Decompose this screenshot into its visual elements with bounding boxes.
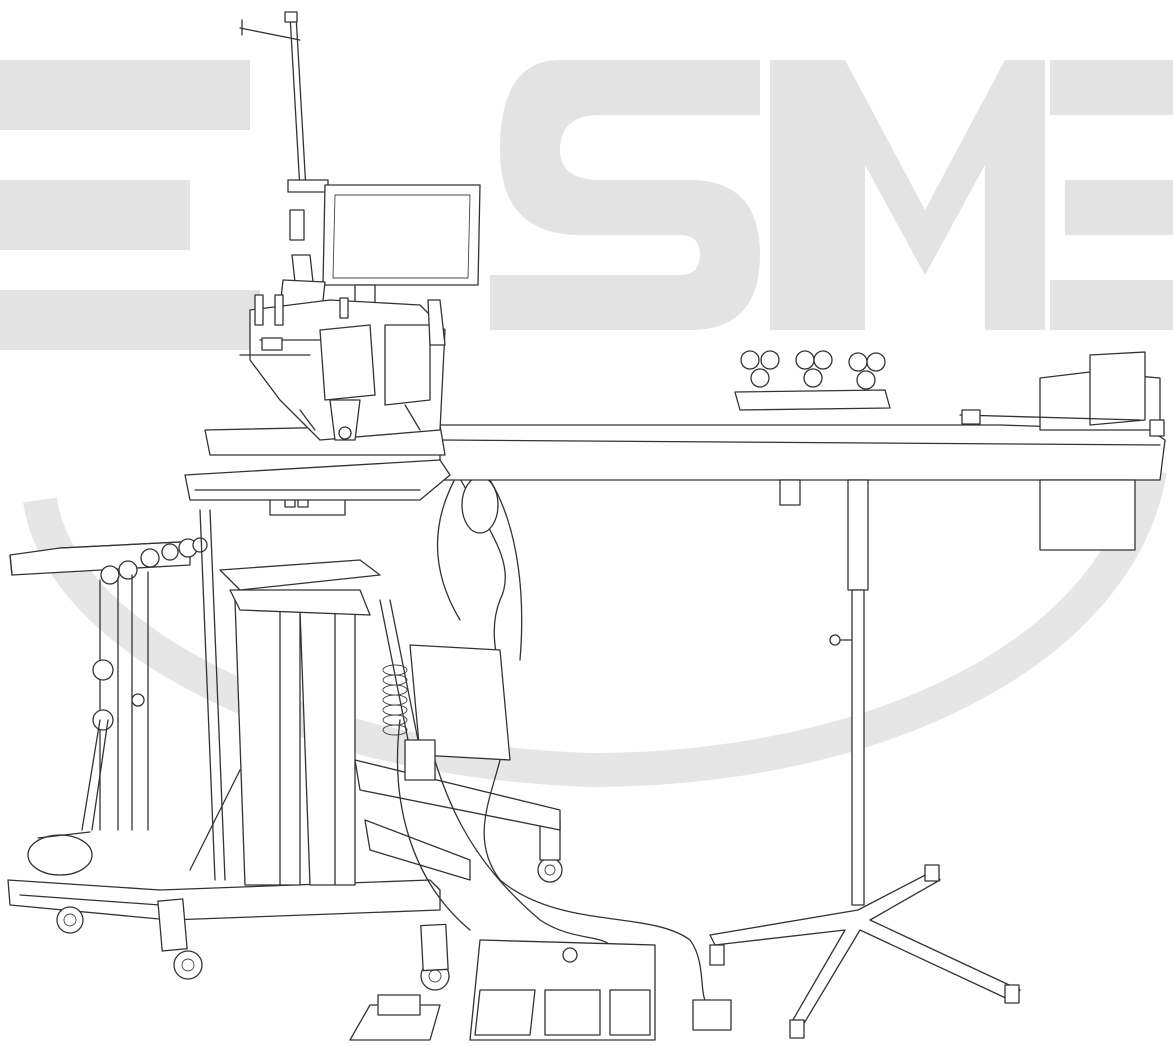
watermark-letter-m: [770, 60, 1045, 330]
floor-stand: [709, 479, 1021, 1039]
armrest-knobs: [100, 537, 208, 585]
small-foot-switch: [692, 999, 732, 1031]
watermark-ring: [23, 467, 1167, 788]
watermark-logo: [0, 60, 1173, 788]
coiled-cord: [382, 664, 408, 736]
cables: [382, 459, 706, 1001]
microscope-assembly: [239, 11, 481, 441]
armrest-unit: [7, 537, 563, 991]
accessory-tray: [734, 350, 891, 411]
foot-pedals: [349, 939, 732, 1041]
monitor: [322, 184, 481, 316]
tray-knobs: [740, 350, 886, 390]
watermark-letter-s: [490, 60, 760, 330]
central-column: [189, 487, 561, 886]
